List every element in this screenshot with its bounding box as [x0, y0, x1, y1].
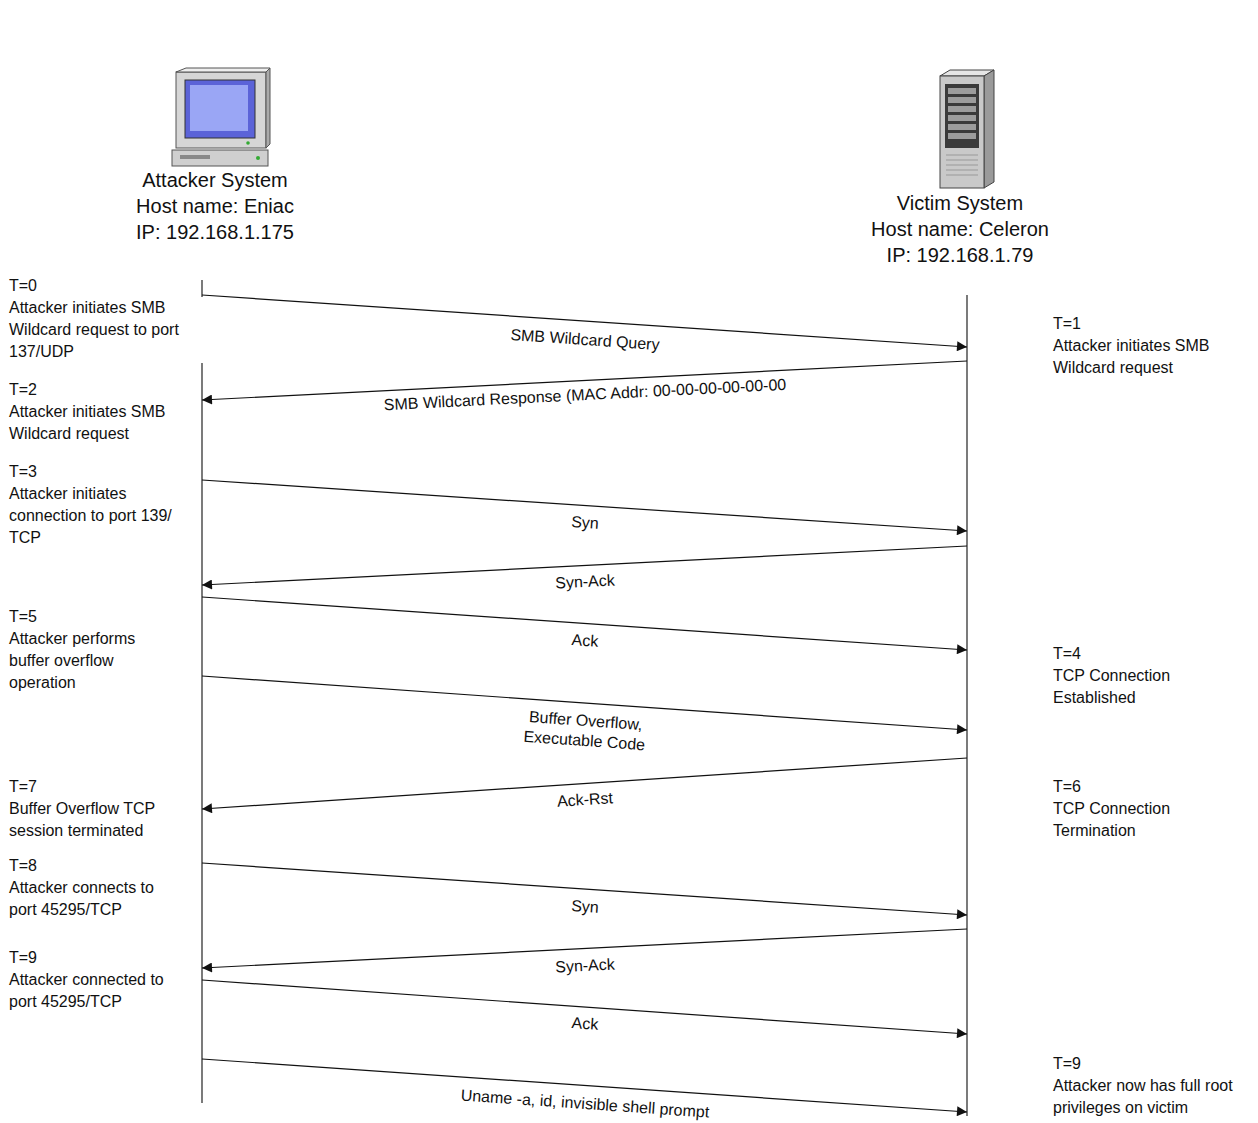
message-label: Ack-Rst	[553, 788, 616, 812]
step-note: Attacker initiates connection to port 13…	[9, 483, 197, 549]
step-note: Attacker connected to port 45295/TCP	[9, 969, 194, 1013]
system-node: Attacker SystemHost name: EniacIP: 192.1…	[101, 167, 329, 245]
message-label: Syn-Ack	[551, 570, 618, 593]
message-label: Syn	[567, 512, 602, 534]
time-step: T=3	[9, 461, 37, 483]
time-step: T=0	[9, 275, 37, 297]
system-label: Victim System	[846, 190, 1074, 216]
system-label: IP: 192.168.1.79	[846, 242, 1074, 268]
system-label: Host name: Eniac	[101, 193, 329, 219]
system-label: IP: 192.168.1.175	[101, 219, 329, 245]
system-label: Host name: Celeron	[846, 216, 1074, 242]
step-note: Attacker connects to port 45295/TCP	[9, 877, 184, 921]
step-note: TCP Connection Termination	[1053, 798, 1203, 842]
workstation-icon	[172, 68, 270, 166]
message-label: Uname -a, id, invisible shell prompt	[457, 1085, 713, 1123]
message-label: Ack	[568, 1013, 602, 1035]
victim-lifeline	[966, 295, 967, 1116]
message-label: Ack	[568, 630, 602, 652]
message-label: Syn-Ack	[551, 954, 618, 977]
step-note: Buffer Overflow TCP session terminated	[9, 798, 194, 842]
time-step: T=1	[1053, 313, 1081, 335]
step-note: Attacker initiates SMB Wildcard request	[9, 401, 197, 445]
system-label: Attacker System	[101, 167, 329, 193]
step-note: Attacker initiates SMB Wildcard request …	[9, 297, 209, 363]
time-step: T=7	[9, 776, 37, 798]
step-note: Attacker initiates SMB Wildcard request	[1053, 335, 1251, 379]
time-step: T=9	[1053, 1053, 1081, 1075]
time-step: T=4	[1053, 643, 1081, 665]
server-icon	[940, 70, 994, 188]
time-step: T=9	[9, 947, 37, 969]
step-note: TCP Connection Established	[1053, 665, 1203, 709]
system-node: Victim SystemHost name: CeleronIP: 192.1…	[846, 190, 1074, 268]
step-note: Attacker now has full root privileges on…	[1053, 1075, 1248, 1119]
message-label: SMB Wildcard Query	[506, 325, 662, 355]
step-note: Attacker performs buffer overflow operat…	[9, 628, 159, 694]
time-step: T=5	[9, 606, 37, 628]
time-step: T=6	[1053, 776, 1081, 798]
time-step: T=8	[9, 855, 37, 877]
message-label: Syn	[567, 896, 602, 918]
message-label: Buffer Overflow, Executable Code	[505, 706, 663, 757]
time-step: T=2	[9, 379, 37, 401]
